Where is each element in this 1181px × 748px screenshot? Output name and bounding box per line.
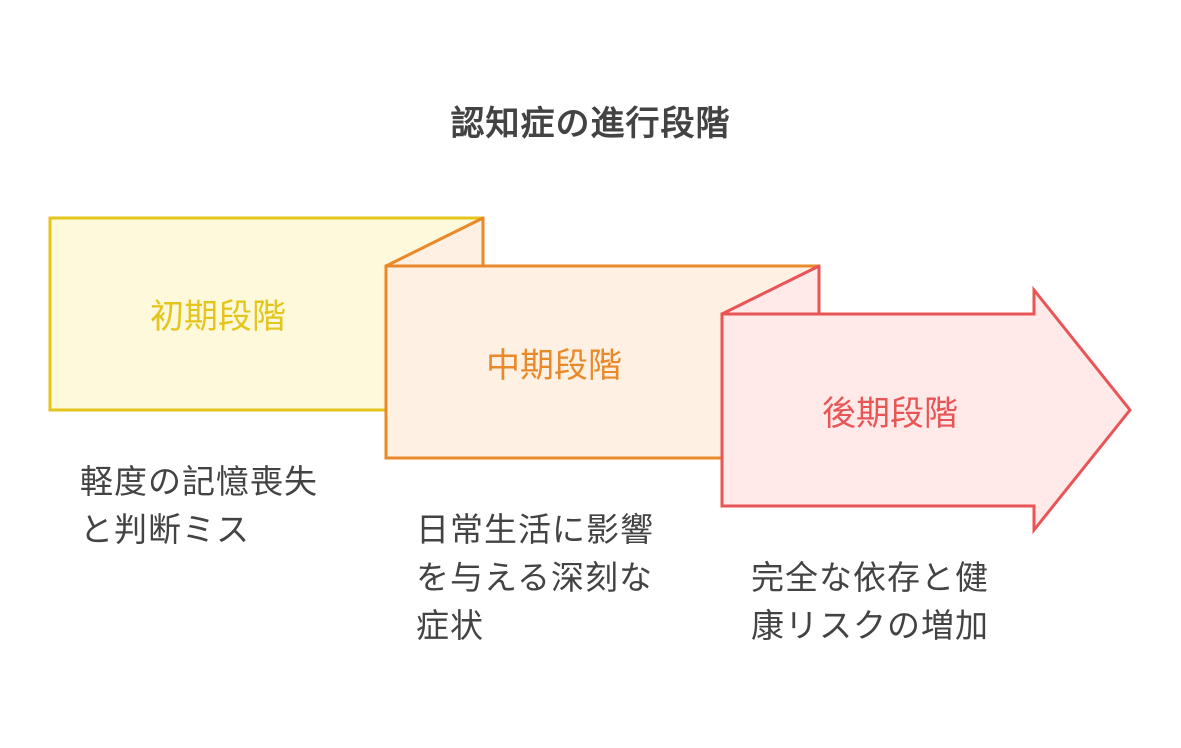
diagram-title: 認知症の進行段階 bbox=[450, 104, 731, 144]
stage-2-fold bbox=[720, 264, 821, 316]
stage-3-label: 後期段階 bbox=[822, 394, 958, 434]
stage-1-description: 軽度の記憶喪失 と判断ミス bbox=[80, 462, 318, 549]
stage-2-description: 日常生活に影響 を与える深刻な 症状 bbox=[416, 510, 654, 645]
stage-1-fold bbox=[384, 216, 485, 268]
stage-3-arrow bbox=[720, 285, 1132, 535]
stage-3-description: 完全な依存と健 康リスクの増加 bbox=[751, 558, 989, 645]
stage-2-label: 中期段階 bbox=[486, 346, 622, 386]
stage-1-label: 初期段階 bbox=[150, 297, 286, 337]
